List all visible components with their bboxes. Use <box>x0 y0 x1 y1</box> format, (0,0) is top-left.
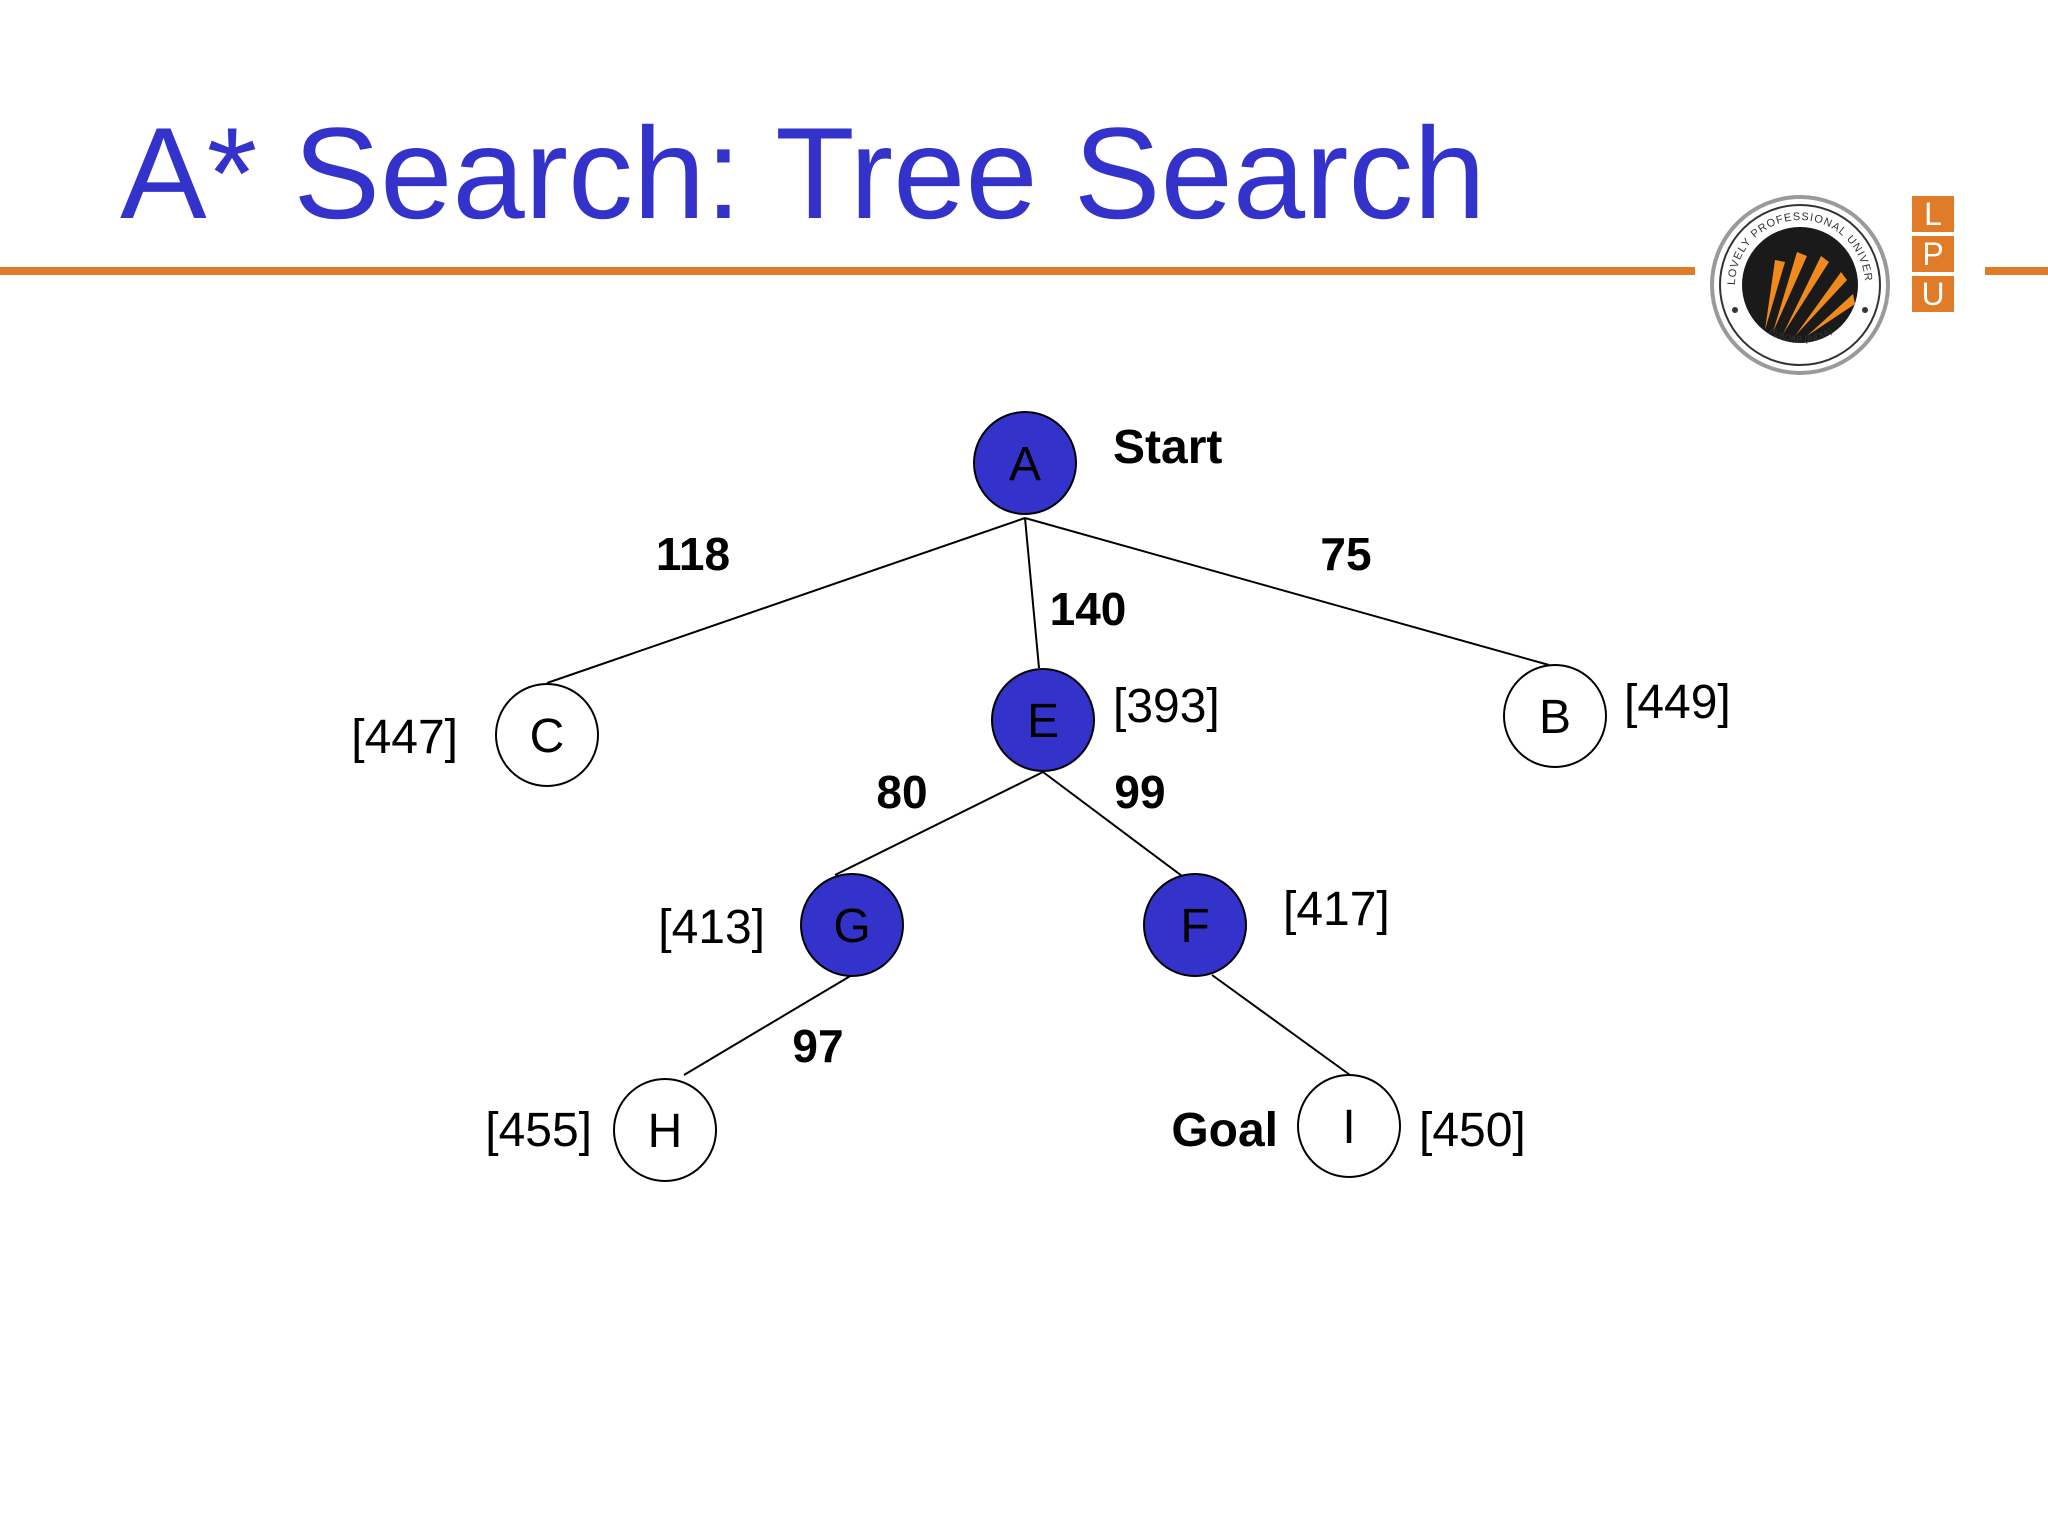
title-divider-right <box>1985 267 2048 275</box>
node-h-annotation: [455] <box>485 1104 592 1157</box>
edge-a-c <box>546 517 1026 684</box>
lpu-wordmark: L P U <box>1912 196 1960 316</box>
node-c-annotation: [447] <box>351 711 458 764</box>
node-f-circle <box>1143 873 1247 977</box>
node-f-annotation: [417] <box>1283 883 1390 936</box>
node-h-label: H <box>648 1105 683 1158</box>
university-seal-logo: LOVELY PROFESSIONAL UNIVERSITY PUNJAB (I… <box>1705 190 1890 375</box>
node-g-circle <box>800 873 904 977</box>
node-e-label: E <box>1027 695 1059 748</box>
node-a-label: A <box>1009 438 1041 491</box>
node-h-circle <box>613 1078 717 1182</box>
lpu-letter-l: L <box>1912 196 1954 232</box>
lpu-letter-u: U <box>1912 276 1954 312</box>
edge-e-f <box>1042 771 1183 877</box>
node-e-circle <box>991 668 1095 772</box>
node-g-label: G <box>833 900 870 953</box>
node-a-circle <box>973 411 1077 515</box>
node-c-label: C <box>530 710 565 763</box>
edge-cost-a-b: 75 <box>1320 528 1371 580</box>
node-i-annotation: [450] <box>1419 1104 1526 1157</box>
lpu-letter-p: P <box>1912 236 1954 272</box>
edge-cost-a-e: 140 <box>1050 583 1127 635</box>
node-e-annotation: [393] <box>1113 680 1220 733</box>
edge-a-e <box>1024 517 1040 669</box>
edge-cost-e-f: 99 <box>1114 766 1165 818</box>
node-i-label: I <box>1342 1101 1355 1154</box>
node-i-circle <box>1297 1074 1401 1178</box>
edge-a-b <box>1024 517 1550 666</box>
edge-e-g <box>834 771 1044 876</box>
node-b-annotation: [449] <box>1624 676 1731 729</box>
edge-cost-a-c: 118 <box>656 528 730 580</box>
edge-cost-e-g: 80 <box>876 766 927 818</box>
node-g-annotation: [413] <box>658 901 765 954</box>
slide-title: A* Search: Tree Search <box>120 100 1486 246</box>
node-f-label: F <box>1180 900 1209 953</box>
node-a-annotation: Start <box>1113 421 1222 474</box>
node-c-circle <box>495 683 599 787</box>
title-divider-left <box>0 267 1695 275</box>
edge-g-h <box>683 974 853 1076</box>
node-b-label: B <box>1539 691 1571 744</box>
edge-cost-g-h: 97 <box>792 1020 843 1072</box>
node-b-circle <box>1503 664 1607 768</box>
node-i-goal-label: Goal <box>1171 1104 1278 1157</box>
edge-f-i <box>1211 974 1351 1076</box>
